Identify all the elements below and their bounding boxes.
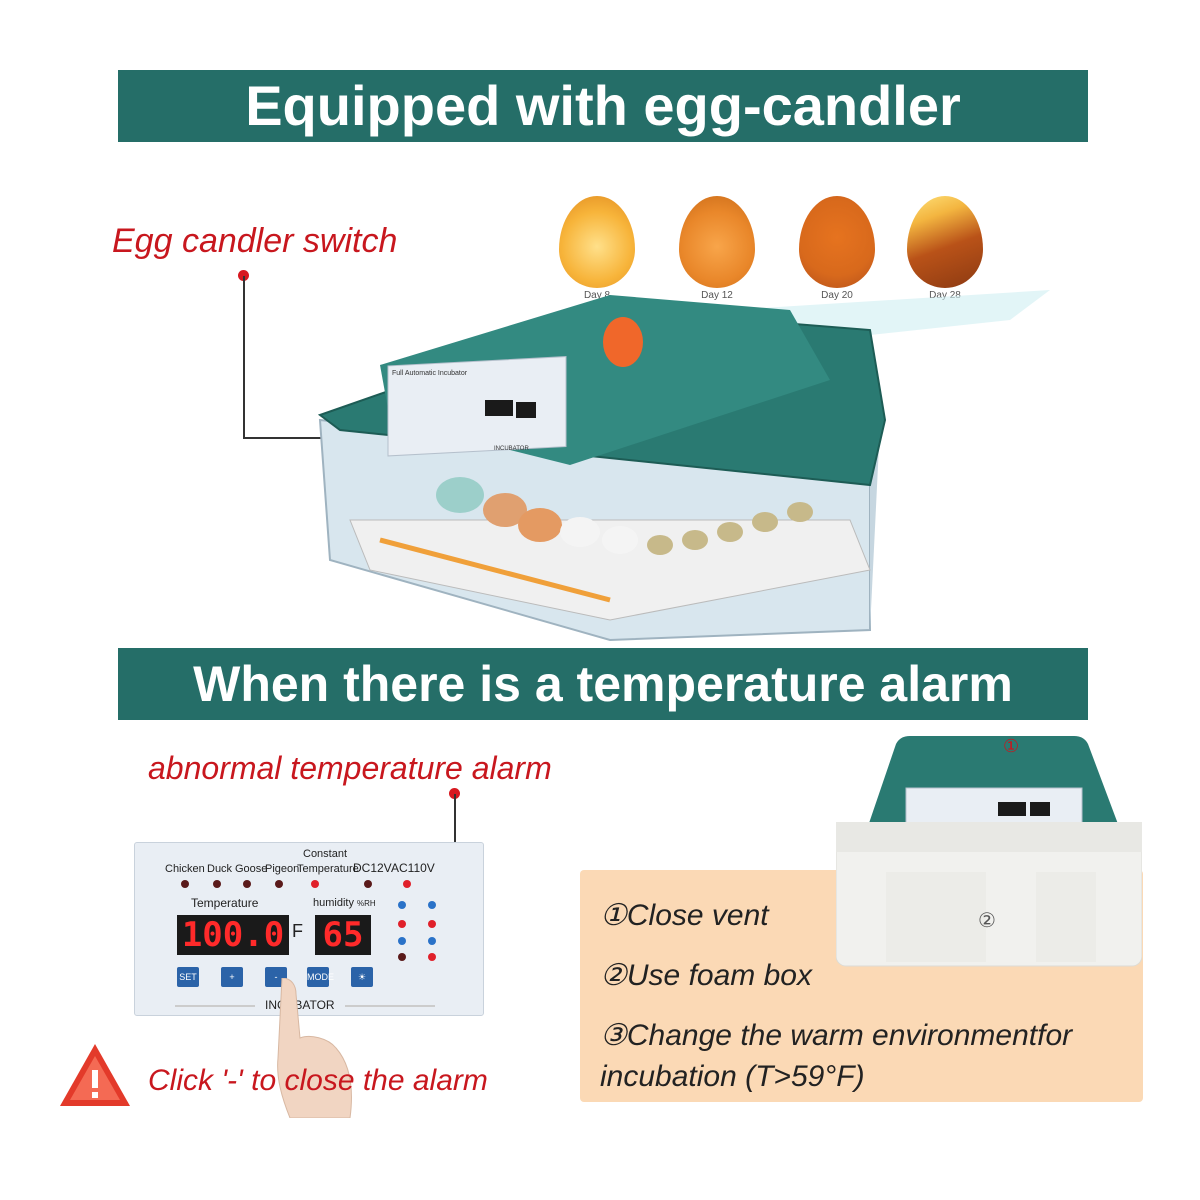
mode-goose: Goose [235,863,268,875]
note-warm-environment: ③Change the warm environmentfor [600,1019,1073,1052]
mode-duck: Duck [207,863,233,875]
indicator-led [403,880,411,888]
note-foam-box: ②Use foam box [600,959,812,992]
egg-stage-day8: Day 8 [552,196,642,301]
candler-egg [603,317,643,367]
egg-stage-day28: Day 28 [900,196,990,301]
mini-led-display [516,402,536,418]
temperature-unit: F [292,921,303,941]
indicator-led [311,880,319,888]
egg-image [679,196,755,288]
egg [787,502,813,522]
control-panel-closeup: Constant Chicken Duck Goose Pigeon Tempe… [134,842,484,1016]
mode-button[interactable]: MODE [307,967,334,987]
foam-box-incubator [836,736,1142,967]
incubator-panel-title: Full Automatic Incubator [392,370,468,377]
incubator-panel-brand: INCUBATOR [494,446,529,452]
indicator-led [398,920,406,928]
alarm-icon [428,937,436,945]
foam-box [836,841,1142,967]
click-close-alarm-note: Click '-' to close the alarm [148,1064,488,1097]
egg [752,512,778,532]
temperature-display: 100.0 [177,915,289,955]
egg-label: Day 20 [821,290,853,301]
mini-led-display [485,400,513,416]
banner-temperature-alarm: When there is a temperature alarm [118,648,1088,720]
egg [483,493,527,527]
turn-icon [428,901,436,909]
egg [647,535,673,555]
mode-chicken: Chicken [165,863,205,875]
note-close-vent: ①Close vent [600,899,769,932]
egg [560,517,600,547]
mini-led-display [1030,802,1050,816]
constant-label: Constant [303,848,348,860]
indicator-led [428,920,436,928]
set-button[interactable]: SET [177,967,199,987]
divider [345,1005,435,1007]
marker-foam-box: ② [978,910,996,932]
humidity-icon [398,937,406,945]
egg [682,530,708,550]
constant-temperature-label: Temperature [297,863,359,875]
indicator-led [275,880,283,888]
warning-icon [60,1044,130,1106]
callout-dot [238,270,249,281]
egg-label: Day 28 [929,290,961,301]
egg [436,477,484,513]
egg [717,522,743,542]
temperature-label: Temperature [191,896,259,910]
indicator-led [364,880,372,888]
egg-label: Day 8 [583,290,611,301]
egg-image [559,196,635,288]
mode-pigeon: Pigeon [265,863,300,875]
light-button[interactable]: ☀ [351,967,373,987]
egg [518,508,562,542]
humidity-unit: %RH [357,899,376,908]
heat-icon [398,901,406,909]
egg-stage-day20: Day 20 [792,196,882,301]
egg-stage-day12: Day 12 [672,196,762,301]
finger-pointer [277,978,352,1118]
egg-label: Day 12 [701,290,733,301]
indicator-led [181,880,189,888]
incubator-control-panel [387,356,567,457]
banner-egg-candler: Equipped with egg-candler [118,70,1088,142]
humidity-display: 65 [315,915,371,955]
marker-vent: ① [1003,736,1020,756]
callout-egg-candler: Egg candler switch [112,222,398,260]
foam-box-panel [886,872,986,962]
indicator-led [243,880,251,888]
incubator-illustration [317,290,1050,642]
plus-button[interactable]: + [221,967,243,987]
callout-dot [449,788,460,799]
foam-box-panel [1036,872,1096,962]
indicator-led [213,880,221,888]
indicator-led [398,953,406,961]
note-incubation-temp: incubation (T>59°F) [600,1060,865,1093]
indicator-led [428,953,436,961]
foam-box-rim [836,822,1142,852]
humidity-label: humidity [313,897,354,909]
callout-line [243,276,245,438]
dc-label: DC12V [353,861,392,875]
divider [175,1005,255,1007]
callout-abnormal-alarm: abnormal temperature alarm [148,750,552,786]
egg-image [799,196,875,288]
roller-rod [379,537,611,603]
egg [602,526,638,554]
ac-label: AC110V [391,861,435,875]
egg-image [907,196,983,288]
mini-led-display [998,802,1026,816]
